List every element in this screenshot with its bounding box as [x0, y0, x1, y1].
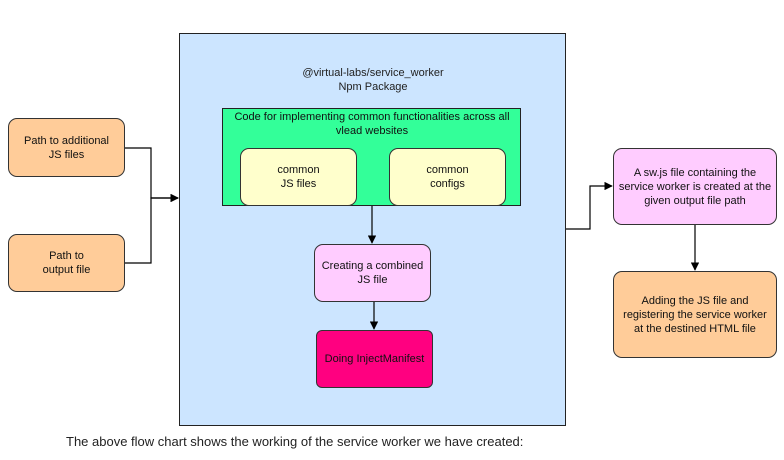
combined-js-box: Creating a combined JS file [314, 244, 431, 302]
inject-manifest-box: Doing InjectManifest [316, 330, 433, 388]
code-block-title: Code for implementing common functionali… [234, 111, 510, 137]
output-file-input-box: Path to output file [8, 234, 125, 292]
diagram-caption: The above flow chart shows the working o… [66, 434, 524, 449]
package-type: Npm Package [338, 81, 408, 93]
common-js-files-box: common JS files [240, 148, 357, 206]
common-configs-box: common configs [389, 148, 506, 206]
sw-file-box: A sw.js file containing the service work… [613, 148, 777, 225]
arrow-additional-js-to-package [125, 147, 179, 203]
arrow-package-to-sw [566, 181, 613, 230]
package-title: @virtual-labs/service_worker Npm Package [180, 66, 566, 94]
register-sw-box: Adding the JS file and registering the s… [613, 271, 777, 358]
additional-js-input-box: Path to additional JS files [8, 118, 125, 177]
package-name: @virtual-labs/service_worker [302, 67, 444, 79]
arrow-output-file-to-package [125, 193, 179, 264]
